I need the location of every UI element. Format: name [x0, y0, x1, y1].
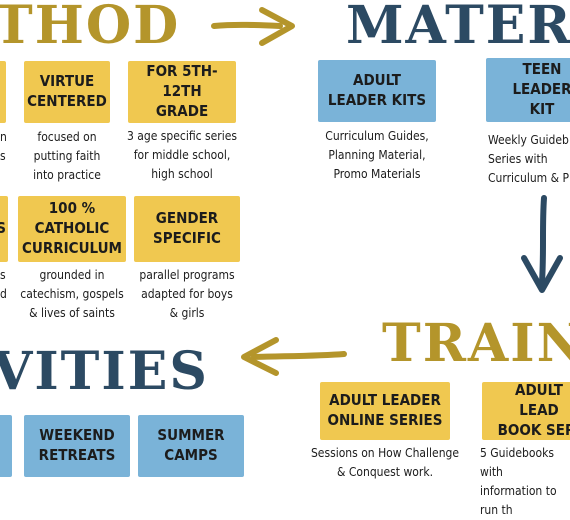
method-caption-grade: 3 age specific series for middle school,… [126, 129, 238, 181]
activities-heading: VITIES [0, 341, 209, 402]
activities-box-edge [0, 415, 12, 477]
method-caption-gender: parallel programs adapted for boys & gir… [139, 268, 235, 320]
method-edge-caption: n s [0, 130, 7, 163]
method-box-edge-2: S [0, 196, 8, 262]
materials-caption-teen-kit: Weekly Guideb Series with Curriculum & P [488, 133, 569, 185]
training-caption-book: 5 Guidebooks with information to run th [480, 446, 557, 517]
arrow-down-icon [521, 195, 563, 293]
materials-caption-adult-kits: Curriculum Guides, Planning Material, Pr… [325, 129, 429, 181]
training-caption-online: Sessions on How Challenge & Conquest wor… [310, 446, 460, 479]
training-heading: TRAIN [382, 313, 570, 374]
arrow-right-icon [211, 7, 295, 46]
arrow-left-icon [241, 337, 347, 376]
method-heading: THOD [0, 0, 181, 56]
method-edge-caption-2: s d [0, 268, 7, 301]
method-box-edge [0, 61, 6, 123]
method-caption-catholic: grounded in catechism, gospels & lives o… [20, 268, 124, 320]
materials-heading: MATER [346, 0, 570, 56]
method-caption-virtue: focused on putting faith into practice [33, 130, 101, 182]
